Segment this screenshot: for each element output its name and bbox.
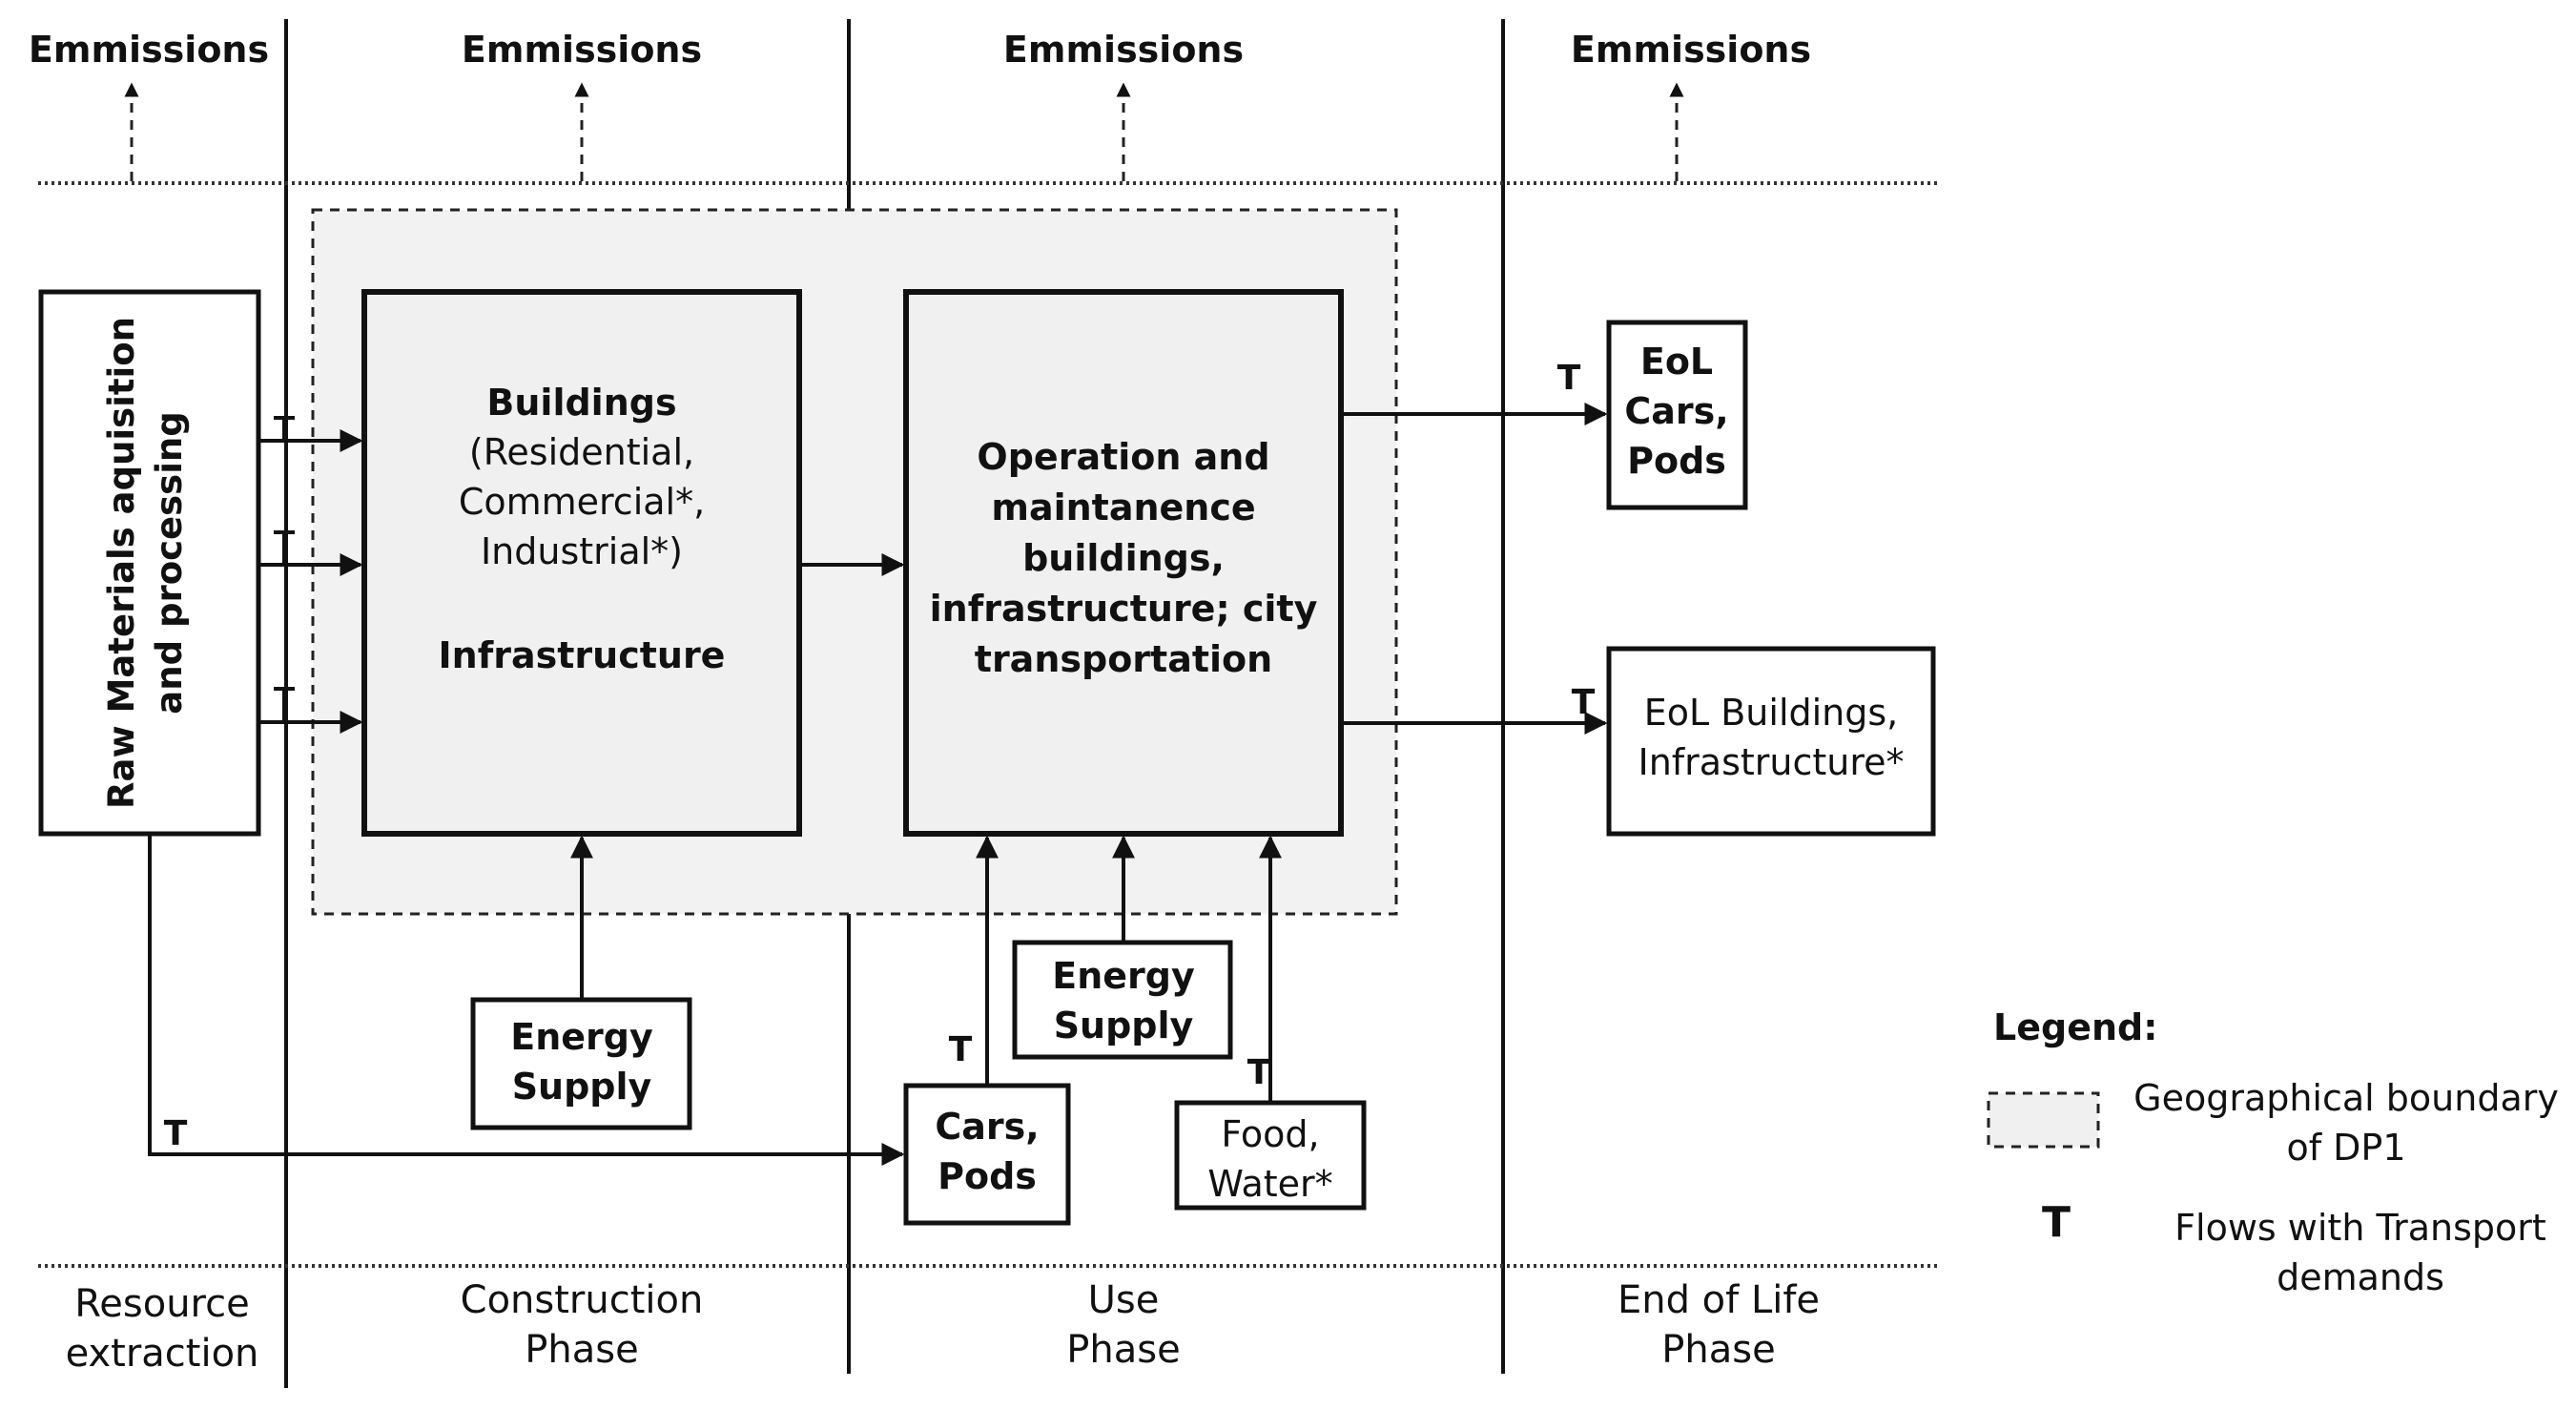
emissions-label-4: Emmissions [1571, 29, 1811, 71]
eol-cars-box [1606, 320, 1748, 510]
eol-buildings-box [1606, 646, 1936, 837]
emissions-label-1: Emmissions [29, 29, 269, 71]
cars-pods-label-2: Pods [938, 1155, 1037, 1197]
energy-supply-2-label-2: Supply [1054, 1005, 1194, 1046]
eol-cars-label-3: Pods [1627, 440, 1726, 482]
buildings-commercial: Commercial*, [459, 481, 705, 523]
transport-marker-food: T [1247, 1053, 1271, 1092]
operation-label-1: Operation and [977, 436, 1269, 478]
raw-materials-label-1: Raw Materials aquisition [101, 317, 142, 809]
eol-buildings-label-2: Infrastructure* [1638, 741, 1904, 783]
emissions-label-3: Emmissions [1003, 29, 1244, 71]
buildings-label: Buildings [486, 382, 676, 424]
operation-box [903, 289, 1344, 837]
cars-pods-box [903, 1083, 1071, 1226]
raw-materials-label-2: and processing [149, 411, 190, 714]
legend-flows-label-1: Flows with Transport [2174, 1207, 2546, 1249]
transport-marker-eol-cars: T [1557, 359, 1581, 398]
energy-supply-2-label-1: Energy [1052, 955, 1195, 997]
legend-transport-marker: T [2042, 1198, 2071, 1247]
buildings-box [361, 289, 802, 837]
flow-arrow-raw-to-cars [148, 834, 905, 1166]
transport-marker-raw: T [164, 1114, 188, 1153]
eol-cars-label-1: EoL [1640, 341, 1713, 383]
energy-supply-1-label-1: Energy [510, 1016, 653, 1058]
legend-boundary-swatch [1987, 1091, 2100, 1149]
operation-label-4: infrastructure; city [930, 588, 1318, 630]
phase-resource-1: Resource [74, 1282, 249, 1326]
operation-label-5: transportation [975, 638, 1272, 680]
phase-resource-2: extraction [66, 1332, 259, 1376]
legend-flows-label-2: demands [2277, 1256, 2444, 1298]
legend-title: Legend: [1993, 1006, 2157, 1048]
buildings-industrial: Industrial*) [481, 530, 683, 572]
buildings-residential: (Residential, [469, 431, 694, 473]
operation-label-3: buildings, [1022, 537, 1225, 579]
phase-eol-2: Phase [1661, 1328, 1775, 1372]
phase-construction-2: Phase [525, 1328, 638, 1372]
phase-construction-1: Construction [461, 1278, 704, 1322]
food-water-label-1: Food, [1221, 1113, 1319, 1155]
phase-use-2: Phase [1066, 1328, 1180, 1372]
transport-marker-cars: T [949, 1030, 973, 1069]
raw-materials-box [38, 289, 261, 837]
legend-boundary-label-1: Geographical boundary [2133, 1077, 2559, 1119]
food-water-label-2: Water* [1207, 1163, 1332, 1205]
legend-boundary-label-2: of DP1 [2286, 1127, 2405, 1169]
phase-use-1: Use [1088, 1278, 1160, 1322]
eol-buildings-label-1: EoL Buildings, [1644, 692, 1899, 734]
operation-label-2: maintanence [991, 487, 1255, 528]
energy-supply-box-1 [470, 997, 692, 1130]
transport-marker-eol-buildings: T [1572, 683, 1596, 722]
emissions-label-2: Emmissions [462, 29, 702, 71]
energy-supply-box-2 [1012, 940, 1233, 1060]
infrastructure-label: Infrastructure [439, 634, 726, 676]
energy-supply-1-label-2: Supply [512, 1066, 652, 1108]
phase-eol-1: End of Life [1618, 1278, 1820, 1322]
eol-cars-label-2: Cars, [1624, 390, 1728, 432]
cars-pods-label-1: Cars, [935, 1106, 1039, 1148]
